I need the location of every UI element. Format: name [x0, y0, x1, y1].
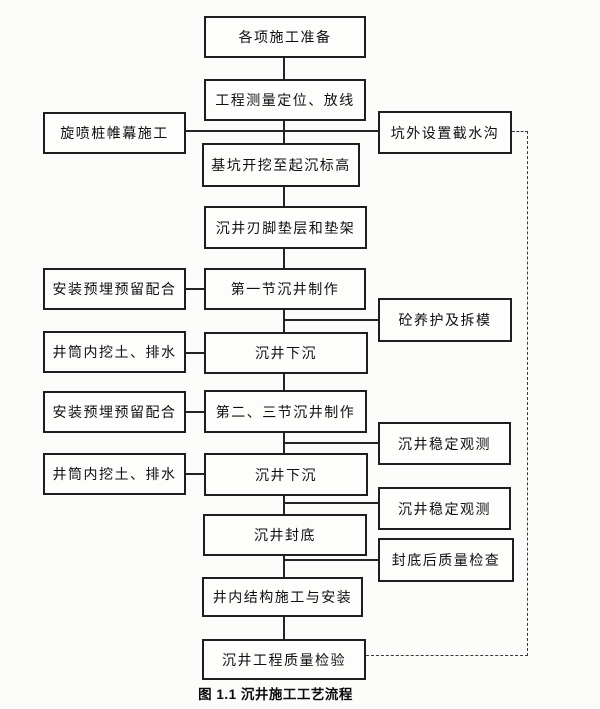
node-quality-inspection: 沉井工程质量检验 [202, 639, 366, 680]
connector-spine-concrete-curing [284, 319, 378, 321]
node-intercepting-ditch: 坑外设置截水沟 [378, 111, 512, 154]
connector-c10-c11 [283, 617, 285, 639]
node-bottom-sealing: 沉井封底 [203, 514, 367, 556]
connector-c6-c7 [283, 374, 285, 390]
node-shaft-excavation-drainage-2: 井筒内挖土、排水 [43, 453, 186, 495]
connector-c8-c9 [283, 496, 285, 514]
connector-c1-c2 [283, 58, 285, 79]
node-concrete-curing-formwork: 砼养护及拆模 [378, 298, 512, 342]
connector-c9-c10 [283, 556, 285, 577]
connector-c2-c3 [283, 121, 285, 143]
node-stability-observation-1: 沉井稳定观测 [378, 422, 511, 465]
dashed-connector-vertical [527, 131, 528, 656]
node-cutting-edge-cushion: 沉井刃脚垫层和垫架 [204, 206, 367, 249]
node-post-sealing-quality-check: 封底后质量检查 [378, 538, 514, 582]
node-construction-preparation: 各项施工准备 [204, 16, 366, 58]
connector-curtain-spine-ditch [186, 130, 378, 132]
connector-excavation2-sinking2 [186, 473, 204, 475]
node-caisson-sinking-2: 沉井下沉 [204, 453, 368, 496]
connector-spine-stability2 [284, 502, 378, 504]
node-second-third-section-fabrication: 第二、三节沉井制作 [204, 390, 367, 433]
connector-c3-c4 [283, 187, 285, 206]
node-caisson-sinking-1: 沉井下沉 [204, 332, 368, 374]
node-internal-structure-installation: 井内结构施工与安装 [202, 577, 363, 617]
figure-caption: 图 1.1 沉井施工工艺流程 [198, 687, 353, 702]
node-stability-observation-2: 沉井稳定观测 [378, 487, 511, 530]
node-shaft-excavation-drainage-1: 井筒内挖土、排水 [43, 331, 186, 373]
connector-spine-stability1 [284, 442, 378, 444]
node-pit-excavation: 基坑开挖至起沉标高 [202, 143, 360, 187]
connector-c5-c6 [283, 310, 285, 332]
dashed-connector-bottom [366, 655, 528, 656]
node-survey-positioning: 工程测量定位、放线 [204, 79, 366, 121]
connector-embedded1-fabrication1 [186, 288, 204, 290]
connector-embedded2-fabrication2 [186, 411, 204, 413]
connector-c4-c5 [283, 249, 285, 268]
node-embedded-parts-coordination-2: 安装预埋预留配合 [43, 391, 186, 433]
node-jet-grouting-curtain: 旋喷桩帷幕施工 [43, 112, 186, 154]
dashed-connector-top [512, 131, 528, 132]
connector-spine-post-sealing-check [284, 559, 378, 561]
node-first-section-fabrication: 第一节沉井制作 [204, 268, 366, 310]
connector-excavation1-sinking1 [186, 352, 204, 354]
node-embedded-parts-coordination-1: 安装预埋预留配合 [43, 268, 186, 310]
